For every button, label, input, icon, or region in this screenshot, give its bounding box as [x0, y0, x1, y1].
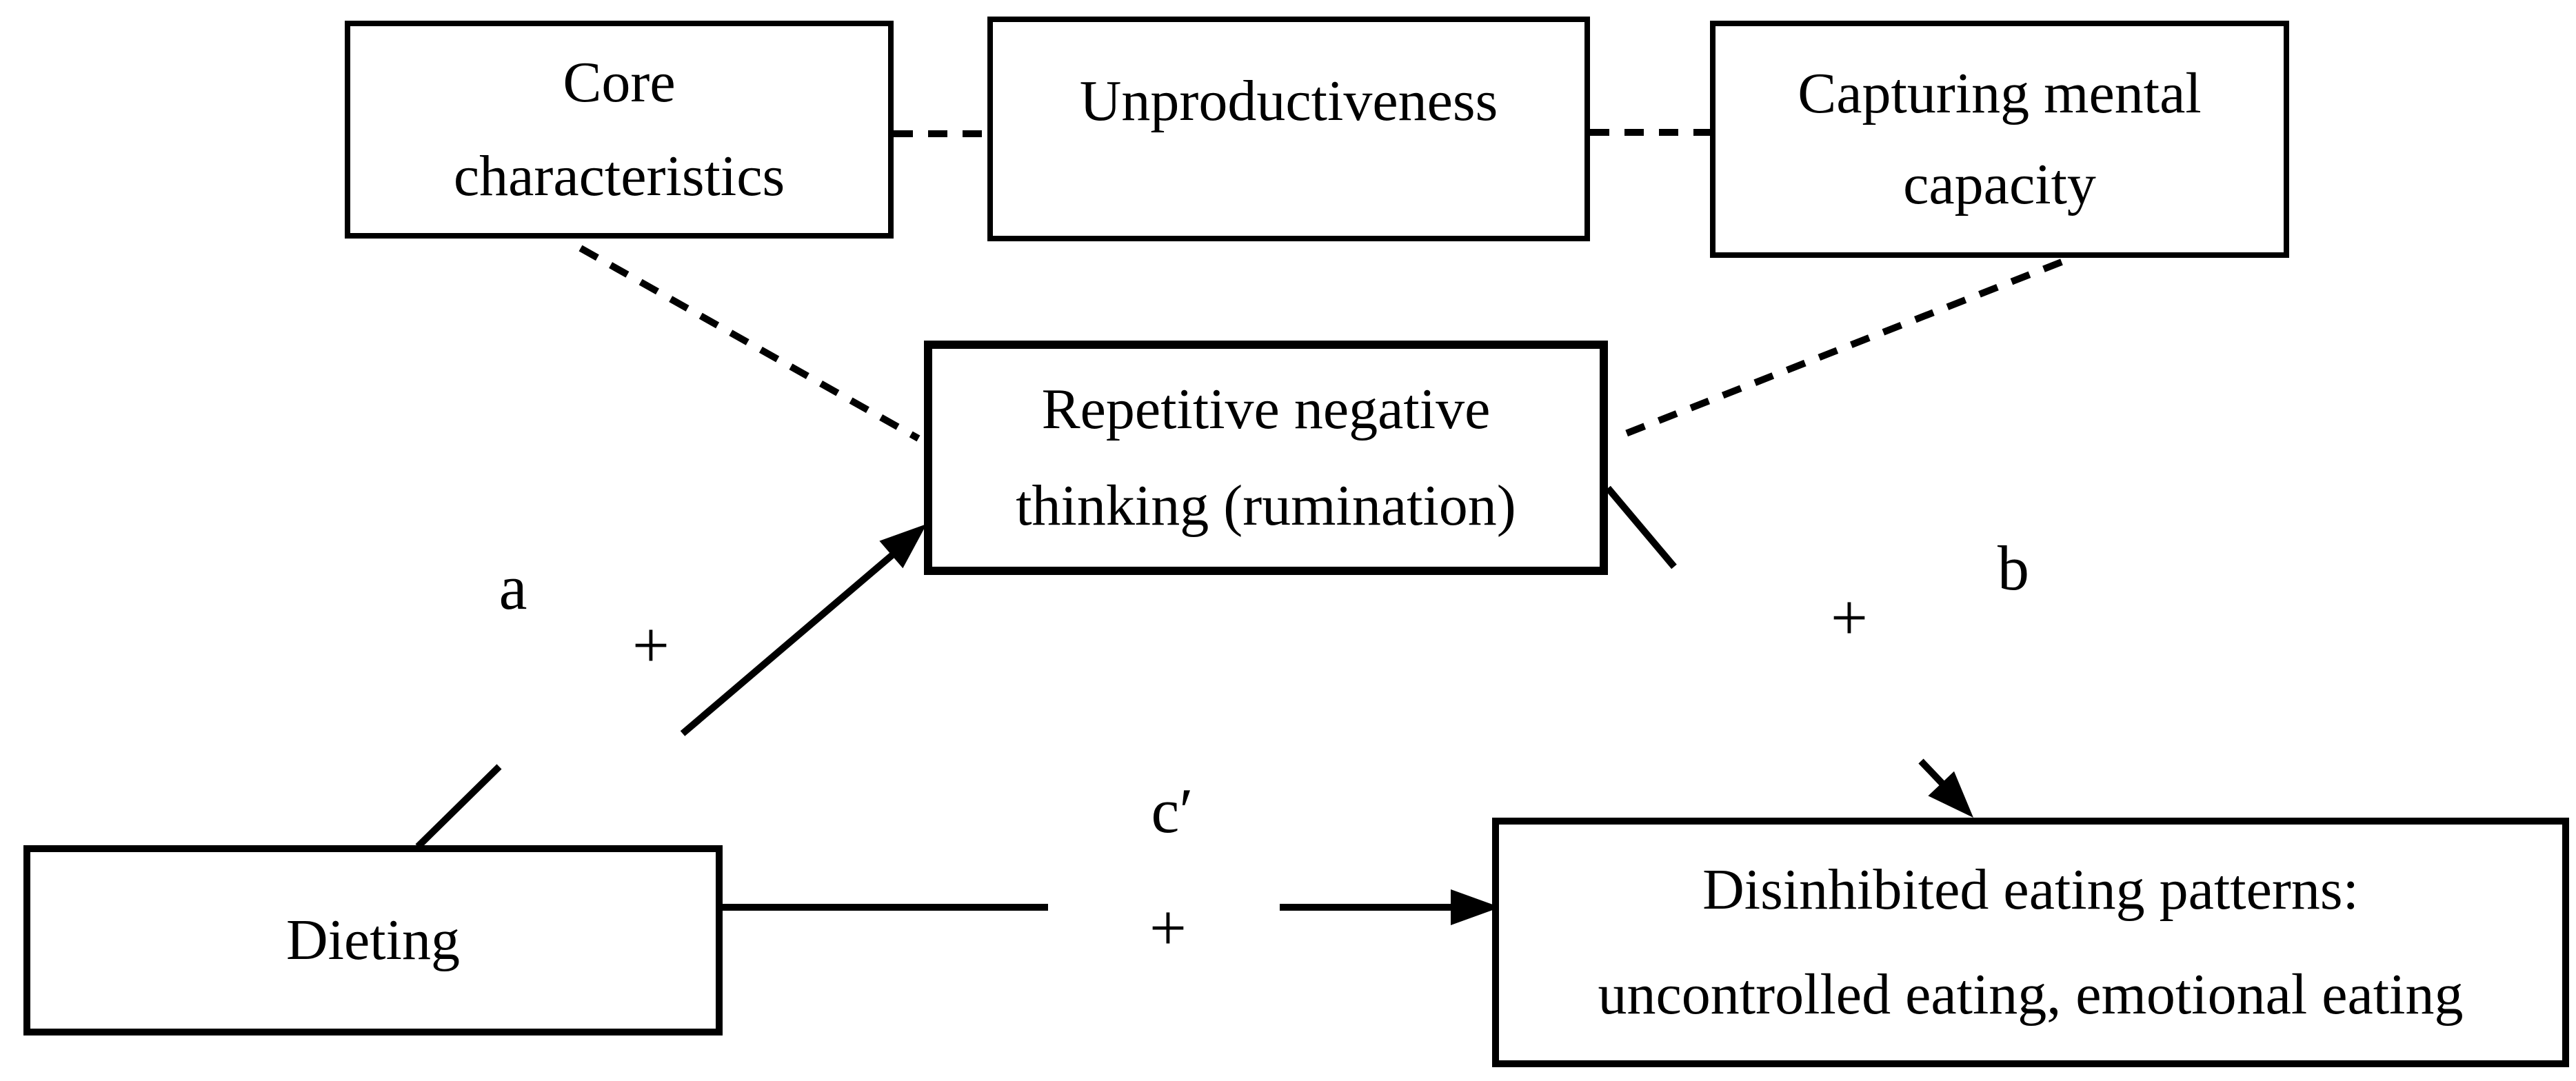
edge-a-arrow-shaft: [680, 549, 899, 736]
node-label-line: uncontrolled eating, emotional eating: [1598, 962, 2464, 1027]
edge-b-arrowhead: [1928, 771, 1973, 818]
node-label-line: Disinhibited eating patterns:: [1702, 858, 2359, 922]
node-label-line: Dieting: [286, 908, 460, 972]
node-label-line: capacity: [1903, 152, 2096, 216]
node-unproductiveness: Unproductiveness: [987, 17, 1590, 241]
node-label-line: Capturing mental: [1798, 61, 2202, 125]
node-label-line: Repetitive negative: [1041, 377, 1491, 441]
edge-a-segment-from-dieting: [415, 764, 502, 849]
node-capturing-mental-capacity: Capturing mental capacity: [1710, 21, 2289, 258]
path-a-plus-sign: +: [632, 608, 670, 682]
node-label-line: Unproductiveness: [1079, 69, 1498, 133]
edge-capturing-rnt-dashed: [1612, 259, 2063, 442]
node-dieting: Dieting: [23, 845, 723, 1035]
node-core-characteristics: Core characteristics: [345, 21, 894, 239]
path-b-label: b: [1998, 533, 2029, 603]
path-a-label: a: [499, 552, 527, 623]
edge-a-arrowhead: [879, 524, 927, 569]
edge-b-arrow-shaft: [1918, 758, 1950, 791]
node-repetitive-negative-thinking: Repetitive negative thinking (rumination…: [924, 341, 1608, 575]
node-disinhibited-eating: Disinhibited eating patterns: uncontroll…: [1492, 818, 2569, 1067]
path-b-plus-sign: +: [1830, 580, 1869, 654]
node-label-line: Core: [563, 50, 676, 114]
path-c-plus-sign: +: [1149, 891, 1187, 964]
node-label-line: characteristics: [453, 144, 785, 208]
edge-b-segment-from-rnt: [1605, 485, 1677, 569]
edge-core-rnt-dashed: [578, 245, 920, 442]
node-label-line: thinking (rumination): [1016, 474, 1516, 538]
path-c-prime-label: c′: [1151, 776, 1194, 846]
